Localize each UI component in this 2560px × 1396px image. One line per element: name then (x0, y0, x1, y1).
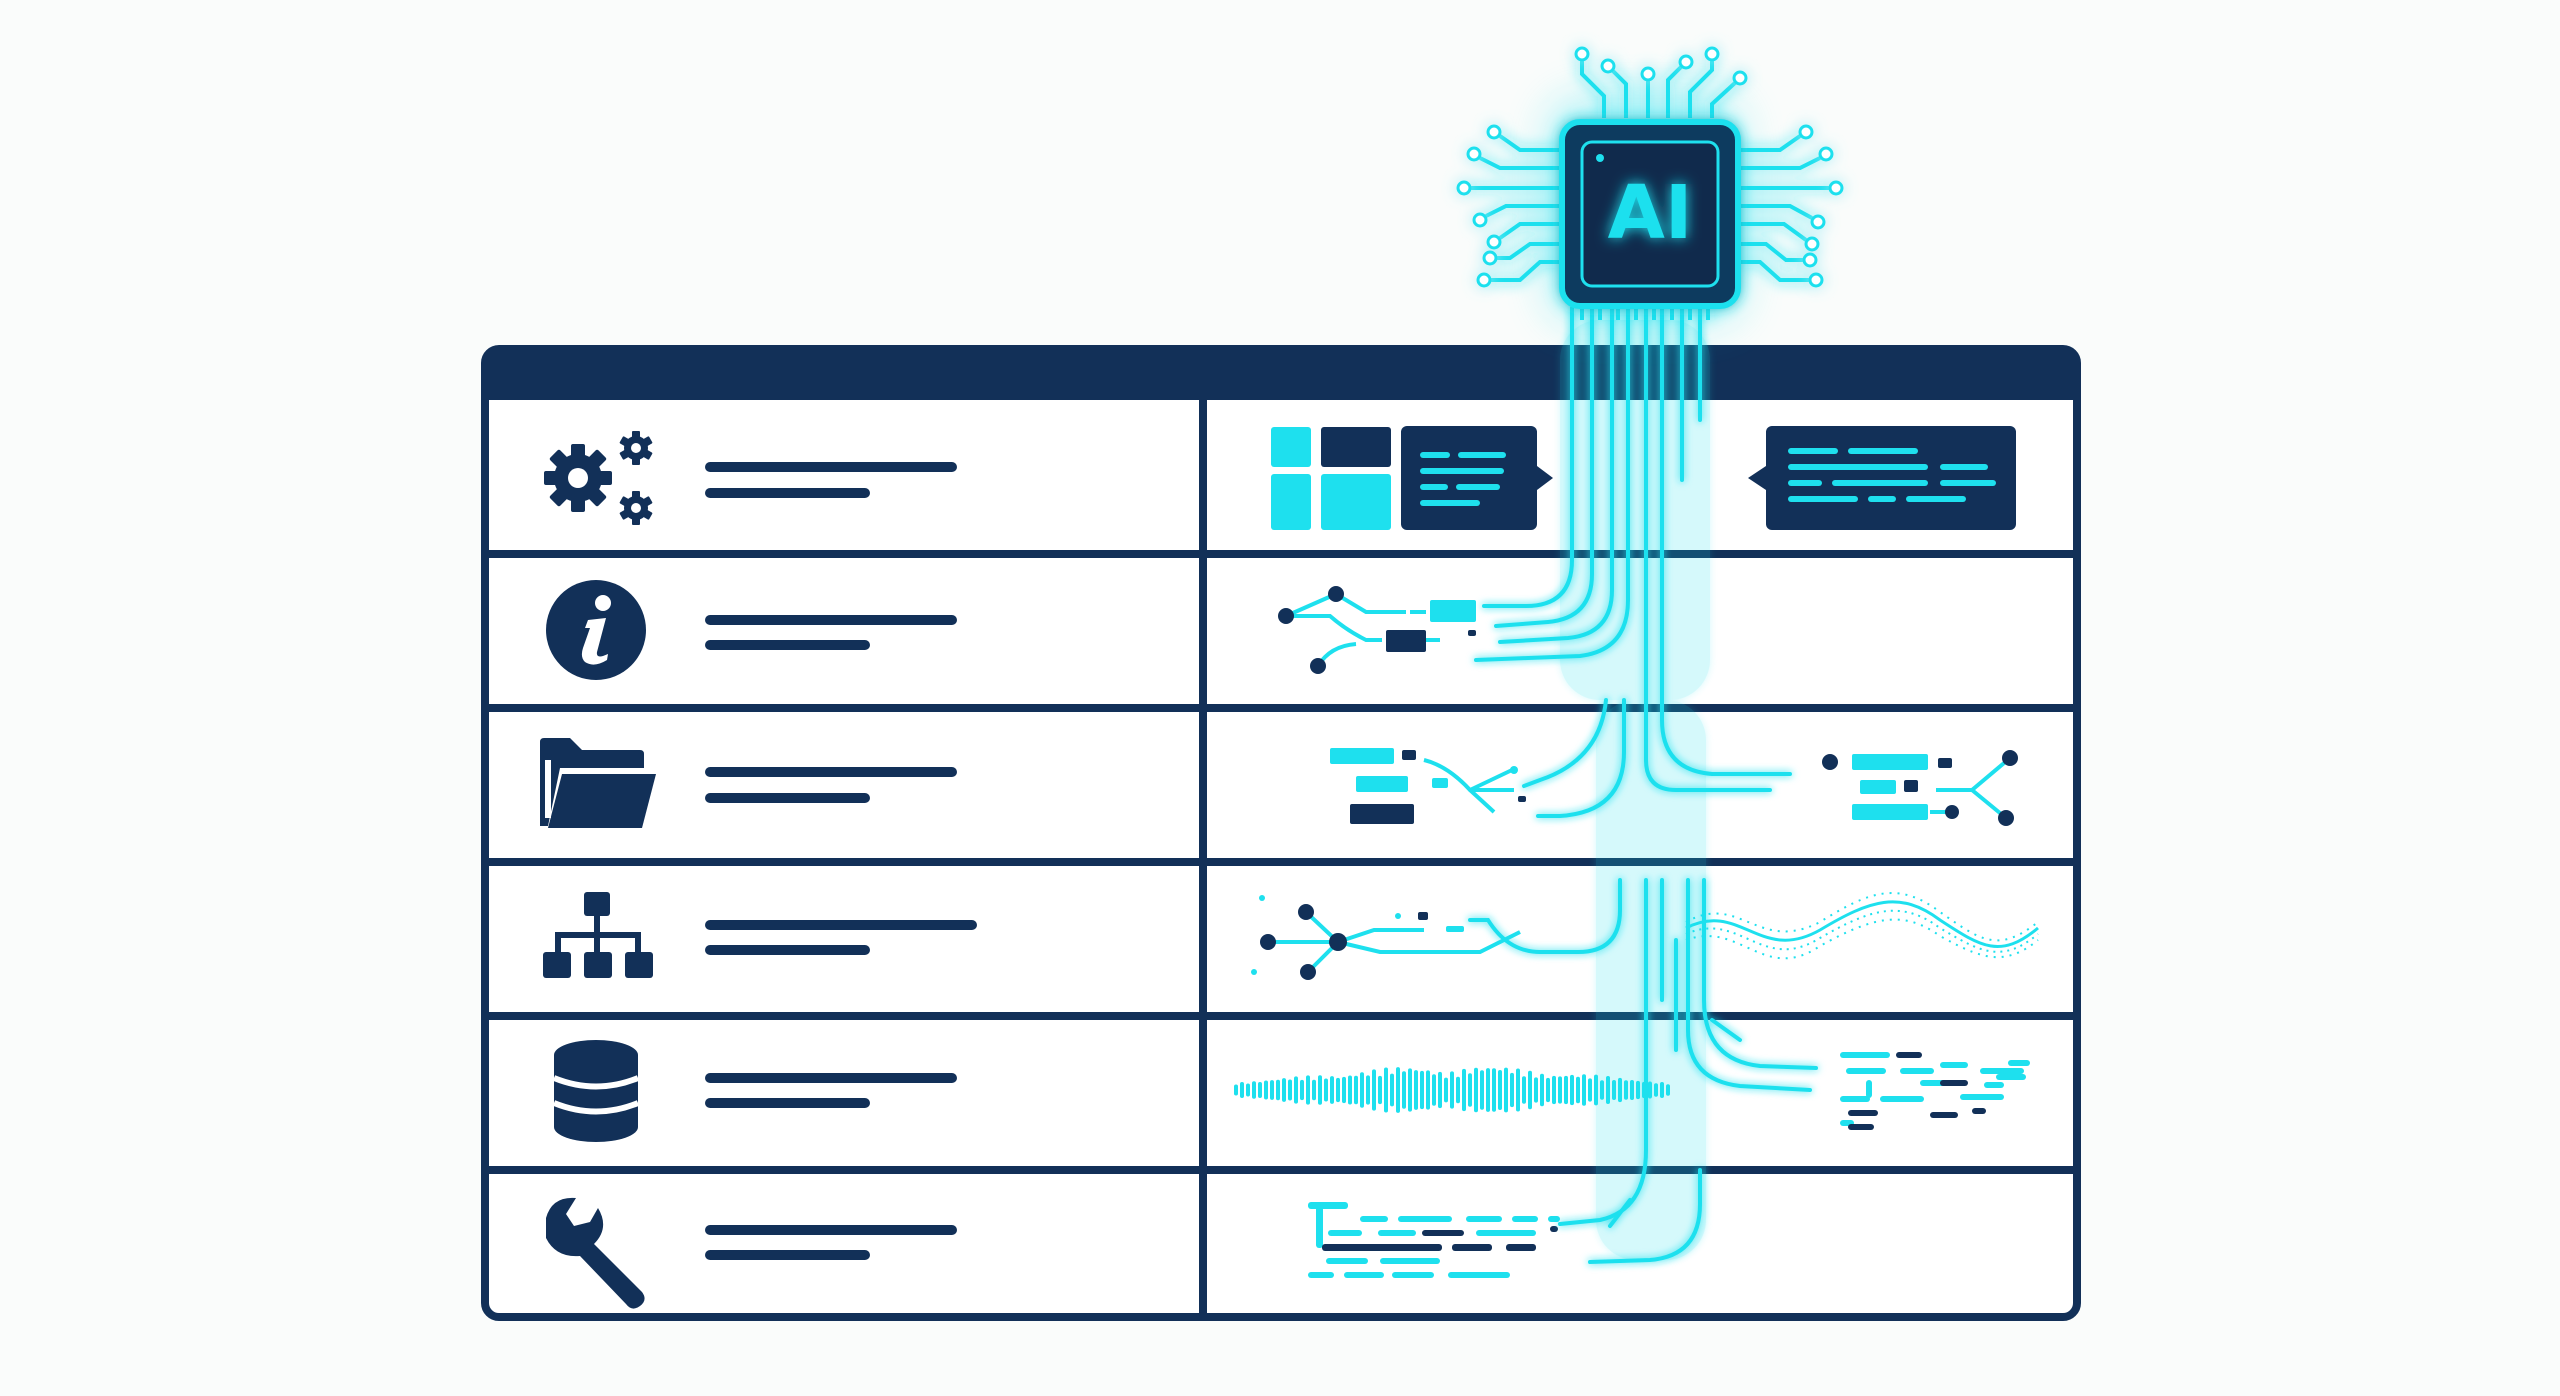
network-nodes-row3-right (1822, 750, 2018, 826)
sitemap-icon (543, 892, 653, 978)
network-nodes-row2 (1278, 586, 1476, 674)
chip-label: AI (1608, 170, 1693, 256)
branch-nodes-row4 (1251, 895, 1521, 980)
table-header-bar (485, 349, 2077, 400)
data-stream-haze (1560, 320, 1710, 1260)
network-nodes-row3-left (1330, 748, 1526, 824)
info-icon (546, 580, 646, 680)
code-snippet-row5 (1840, 1052, 2030, 1130)
layout-blocks (1271, 427, 1391, 530)
gears-icon (544, 431, 653, 525)
message-bubble-right (1748, 426, 2016, 530)
ai-chip: AI (1456, 46, 1844, 320)
left-column (540, 431, 977, 1309)
folder-icon (540, 738, 656, 828)
message-bubble-left (1401, 426, 1553, 530)
right-column (1234, 426, 2039, 1278)
wrench-icon (546, 1197, 645, 1309)
signal-wave (1685, 892, 2039, 960)
database-icon (552, 1040, 640, 1142)
code-snippet-row6 (1308, 1202, 1560, 1278)
